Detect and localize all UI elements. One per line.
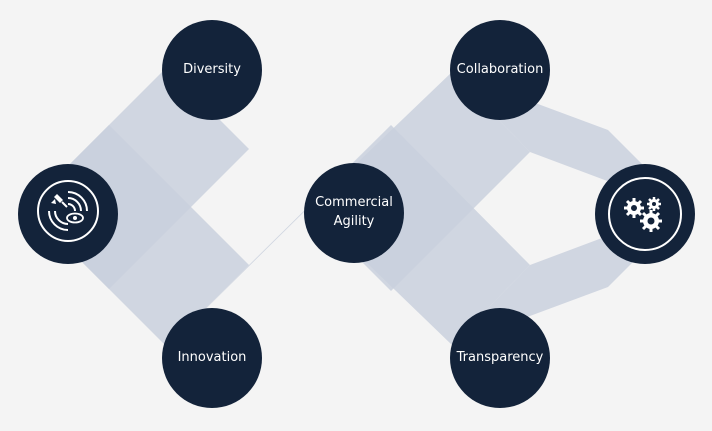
node-diversity: Diversity <box>162 20 262 120</box>
node-label-diversity: Diversity <box>183 61 241 77</box>
node-label-transparency: Transparency <box>456 349 544 365</box>
node-innovation: Innovation <box>162 308 262 408</box>
node-collaboration: Collaboration <box>450 20 550 120</box>
node-transparency: Transparency <box>450 308 550 408</box>
node-label-collaboration: Collaboration <box>456 61 544 77</box>
radar-eye-icon <box>35 178 101 251</box>
node-radar <box>18 164 118 264</box>
node-label-commercial-agility: Commercial Agility <box>315 195 393 229</box>
node-gears <box>595 164 695 264</box>
gears-icon <box>608 177 682 251</box>
node-commercial-agility: Commercial Agility <box>304 163 404 263</box>
node-label-innovation: Innovation <box>177 349 247 365</box>
